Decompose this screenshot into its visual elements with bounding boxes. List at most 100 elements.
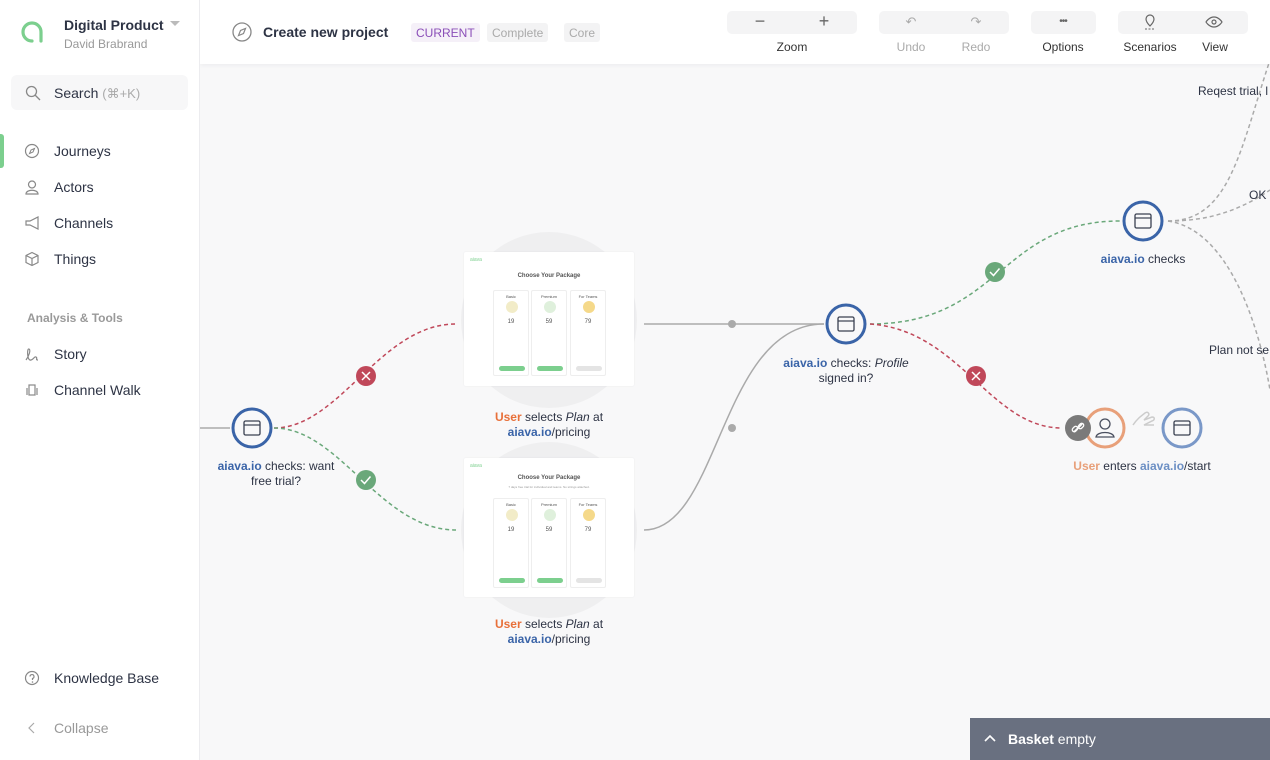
options-button[interactable]: •••: [1031, 11, 1096, 34]
edge: [1167, 189, 1270, 222]
nav-label: Knowledge Base: [54, 670, 160, 686]
success-icon[interactable]: [356, 470, 376, 490]
compass-icon: [24, 143, 40, 159]
edge-no: [869, 323, 1063, 429]
redo-label: Redo: [961, 40, 991, 54]
basket-label: Basket: [1008, 731, 1054, 747]
zoom-out-button[interactable]: −: [754, 11, 766, 31]
status-badge-current[interactable]: CURRENT: [411, 23, 480, 42]
search-button[interactable]: Search (⌘+K): [11, 75, 188, 110]
workspace-name[interactable]: Digital Product: [64, 17, 164, 33]
actor-node[interactable]: [1084, 407, 1126, 449]
node-label: aiava.io checks: want free trial?: [217, 459, 335, 488]
node-label: aiava.io checks: [1100, 252, 1186, 266]
node-label: User enters aiava.io/start: [1073, 459, 1211, 473]
view-label: View: [1202, 40, 1228, 54]
nav-label: Story: [54, 346, 87, 362]
nav-label: Journeys: [54, 143, 111, 159]
fail-icon[interactable]: [356, 366, 376, 386]
header: Create new project CURRENT Complete Core…: [200, 0, 1270, 64]
search-label: Search: [54, 85, 99, 101]
help-icon: [24, 670, 40, 686]
box-icon: [25, 251, 39, 267]
edge: [1167, 59, 1270, 222]
sidebar: Digital Product David Brabrand Search (⌘…: [0, 0, 200, 760]
sidebar-item-actors[interactable]: Actors: [0, 169, 200, 205]
location-pin-icon[interactable]: [1142, 14, 1158, 31]
chevron-up-icon: [984, 734, 996, 742]
chevron-left-icon: [28, 722, 35, 734]
edge-yes: [273, 427, 457, 531]
undo-button[interactable]: ↶: [905, 14, 917, 29]
scenario-group: [1118, 11, 1248, 34]
hand-pointer-icon: [1132, 411, 1155, 426]
edge-label: OK: [1249, 188, 1267, 202]
sidebar-item-things[interactable]: Things: [0, 241, 200, 277]
eye-icon[interactable]: [1205, 15, 1223, 29]
edge-no: [273, 323, 457, 429]
edge-label: Reqest trial, l: [1198, 84, 1269, 98]
workspace-user: David Brabrand: [64, 37, 148, 51]
nav-label: Things: [54, 251, 97, 267]
nav-label: Collapse: [54, 720, 109, 736]
basket-status: empty: [1053, 731, 1096, 747]
success-icon[interactable]: [985, 262, 1005, 282]
mockup-subtitle: 7 days free trial for individual and tea…: [508, 485, 590, 489]
edge: [1167, 220, 1270, 391]
nav-label: Channel Walk: [54, 382, 141, 398]
mockup-title: Choose Your Package: [517, 475, 581, 481]
megaphone-icon: [25, 216, 39, 230]
fail-icon[interactable]: [966, 366, 986, 386]
status-badge-complete[interactable]: Complete: [487, 23, 549, 42]
screen-thumbnail-pricing[interactable]: aiava Choose Your Package 7 days free tr…: [464, 458, 634, 597]
browser-node[interactable]: [1161, 407, 1203, 449]
more-icon: •••: [1059, 16, 1068, 27]
browser-node[interactable]: [825, 303, 867, 345]
basket-bar[interactable]: Basket empty: [970, 718, 1270, 760]
zoom-in-button[interactable]: +: [818, 11, 830, 31]
edge: [643, 323, 825, 531]
browser-node[interactable]: [231, 407, 273, 449]
zoom-label: Zoom: [776, 40, 808, 54]
edge-dot[interactable]: [728, 320, 736, 328]
sidebar-item-channels[interactable]: Channels: [0, 205, 200, 241]
scenarios-label: Scenarios: [1123, 40, 1177, 54]
person-icon: [25, 180, 39, 195]
undo-label: Undo: [896, 40, 926, 54]
nav-label: Channels: [54, 215, 114, 231]
redo-button[interactable]: ↷: [970, 14, 982, 29]
browser-node[interactable]: [1122, 200, 1164, 242]
edge-label: Plan not se: [1209, 343, 1270, 357]
zoom-group: − +: [727, 11, 857, 34]
chevron-down-icon[interactable]: [170, 21, 180, 26]
page-title: Create new project: [263, 24, 389, 40]
search-shortcut: (⌘+K): [102, 86, 141, 101]
active-indicator: [0, 134, 4, 168]
app-logo[interactable]: [20, 20, 44, 44]
sidebar-item-journeys[interactable]: Journeys: [0, 133, 200, 169]
edge-dot[interactable]: [728, 424, 736, 432]
sidebar-item-channel-walk[interactable]: Channel Walk: [0, 372, 200, 408]
node-label: aiava.io checks: Profile signed in?: [783, 356, 909, 385]
sidebar-item-story[interactable]: Story: [0, 336, 200, 372]
search-icon: [25, 85, 41, 101]
mockup-brand: aiava: [470, 463, 482, 469]
nav-label: Actors: [54, 179, 94, 195]
mockup-brand: aiava: [470, 257, 482, 263]
collapse-button[interactable]: Collapse: [0, 710, 200, 746]
status-badge-core[interactable]: Core: [564, 23, 601, 42]
options-label: Options: [1042, 40, 1084, 54]
link-icon[interactable]: [1065, 415, 1091, 441]
knowledge-base-link[interactable]: Knowledge Base: [0, 660, 200, 696]
mockup-title: Choose Your Package: [517, 273, 581, 279]
section-heading: Analysis & Tools: [27, 311, 123, 325]
